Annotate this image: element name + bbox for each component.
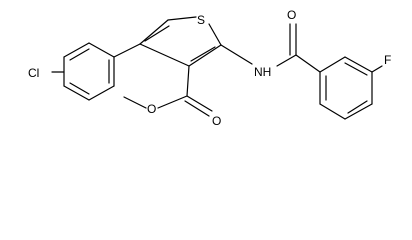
bond-ring-b-6 <box>319 56 346 73</box>
atom-label-f: F <box>384 53 391 67</box>
atom-labels: Cl S NH F O O O <box>28 8 391 128</box>
atom-label-cl: Cl <box>28 66 39 80</box>
bond-ester-co <box>186 95 213 112</box>
bond-ring-b-5-inner <box>344 62 368 76</box>
bond-th-c4-c5-inner <box>144 25 170 42</box>
bond-ester-co-double <box>184 100 210 117</box>
bond-th-c5-s <box>167 16 197 21</box>
molecule-structure: Cl S NH F O O O <box>28 8 391 128</box>
bond-carbonyl-aryl <box>295 54 321 73</box>
bond-th-c4-c5 <box>139 19 169 45</box>
bond-th-c3-c4 <box>139 43 190 67</box>
bond-aryl-thiophene <box>113 43 141 58</box>
bond-ring-a-5 <box>63 85 90 101</box>
bond-th-s-c2 <box>208 23 222 46</box>
bond-skeleton <box>51 16 383 120</box>
bond-ring-a-1 <box>63 42 90 58</box>
bond-ring-a-inner-3 <box>69 82 90 95</box>
bond-ring-a-2 <box>88 42 115 58</box>
atom-label-nh: NH <box>254 65 271 79</box>
bond-ring-a-inner-1 <box>69 48 90 61</box>
bond-ring-b-2 <box>319 103 346 120</box>
bond-c2-n <box>220 44 253 65</box>
bond-th-c2-c3-inner <box>190 46 216 62</box>
bond-ring-b-5 <box>344 56 373 73</box>
bond-ring-b-3 <box>344 103 373 120</box>
atom-label-o-ester-carbonyl: O <box>212 114 221 128</box>
bond-ring-b-3-inner <box>347 100 368 114</box>
bond-ester-c-o <box>157 95 188 109</box>
bond-c3-ester-c <box>186 65 190 97</box>
bond-th-c2-c3 <box>188 44 222 67</box>
bond-ring-a-4 <box>88 85 115 101</box>
atom-label-s: S <box>197 13 205 27</box>
bond-o-methyl <box>123 96 147 109</box>
atom-label-o-amide: O <box>287 8 296 22</box>
bond-c-f <box>371 65 383 73</box>
atom-label-o-ester-ether: O <box>147 102 156 116</box>
bond-n-carbonyl <box>276 54 297 67</box>
